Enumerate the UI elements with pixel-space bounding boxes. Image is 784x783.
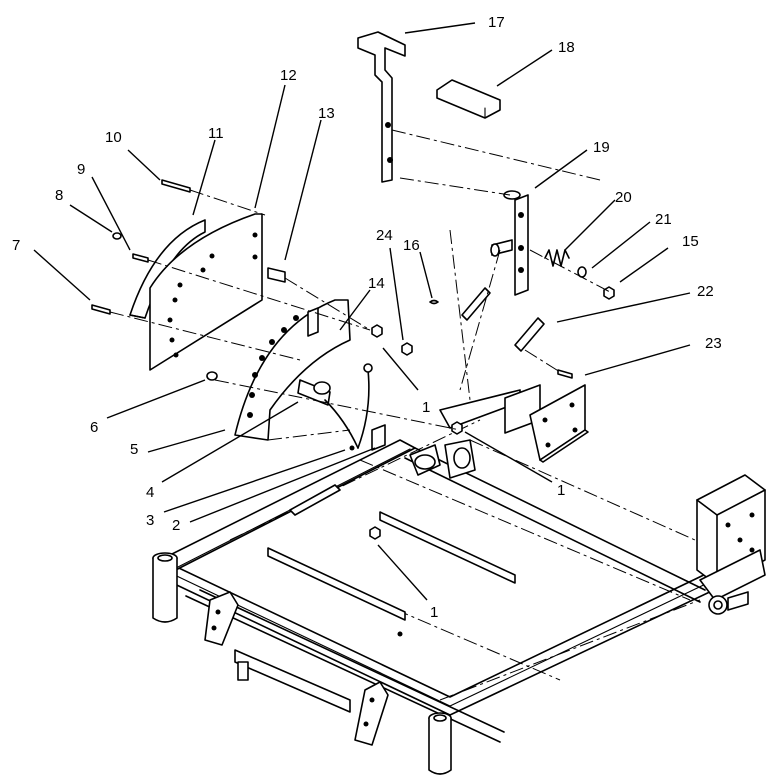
grip-18: [436, 79, 501, 119]
callout-1-upper: 1: [422, 399, 430, 416]
spacer-13: [267, 267, 286, 283]
callout-21: 21: [655, 211, 672, 228]
nut-1: [369, 421, 463, 540]
cotter-pin-16: [429, 299, 439, 305]
callout-labels: 1 1 1 2 3 4 5 6 7 8 9 10 11 12 13 14 15 …: [12, 14, 722, 621]
callout-1-lower: 1: [430, 604, 438, 621]
frame-post-front: [428, 712, 452, 775]
callout-3: 3: [146, 512, 154, 529]
spring-20: [544, 249, 570, 267]
frame-post-left: [152, 552, 178, 623]
callout-18: 18: [558, 39, 575, 56]
callout-15: 15: [682, 233, 699, 250]
clip-2: [371, 424, 386, 451]
callout-1-right: 1: [557, 482, 565, 499]
callout-10: 10: [105, 129, 122, 146]
bolt-23: [557, 369, 573, 379]
callout-4: 4: [146, 484, 154, 501]
nut-24: [371, 324, 413, 356]
nut-15: [603, 286, 615, 300]
frame-flat-bars: [267, 484, 516, 637]
callout-20: 20: [615, 189, 632, 206]
link-22: [514, 317, 545, 352]
handle-pivot-4: [297, 363, 373, 451]
callout-8: 8: [55, 187, 63, 204]
callout-17: 17: [488, 14, 505, 31]
callout-7: 7: [12, 237, 20, 254]
callout-16: 16: [403, 237, 420, 254]
washer-8: [112, 232, 122, 240]
callout-14: 14: [368, 275, 385, 292]
explode-lines: [109, 129, 611, 441]
callout-23: 23: [705, 335, 722, 352]
lever-arm-17: [357, 31, 406, 183]
callout-5: 5: [130, 441, 138, 458]
bolt-9: [132, 253, 149, 263]
frame-bracket-left: [204, 591, 239, 646]
spacer-6: [206, 371, 218, 381]
link-16: [461, 287, 491, 321]
callout-6: 6: [90, 419, 98, 436]
side-plate-12: [149, 213, 263, 371]
callout-22: 22: [697, 283, 714, 300]
callout-11: 11: [208, 125, 224, 142]
bolt-7: [91, 304, 111, 315]
callout-24: 24: [376, 227, 393, 244]
right-mounting-plate: [696, 474, 766, 615]
frame-lower-bracket: [234, 649, 351, 713]
callout-13: 13: [318, 105, 335, 122]
lever-mount-19: [490, 190, 529, 296]
leader-lines: [33, 22, 691, 601]
callout-9: 9: [77, 161, 85, 178]
pivot-mount-plate: [529, 384, 589, 463]
frame-bracket-front: [354, 681, 389, 746]
callout-19: 19: [593, 139, 610, 156]
callout-12: 12: [280, 67, 297, 84]
quadrant-plate-5: [234, 299, 351, 441]
callout-2: 2: [172, 517, 180, 534]
pivot-housing: [409, 384, 541, 479]
bolt-10: [161, 179, 191, 193]
